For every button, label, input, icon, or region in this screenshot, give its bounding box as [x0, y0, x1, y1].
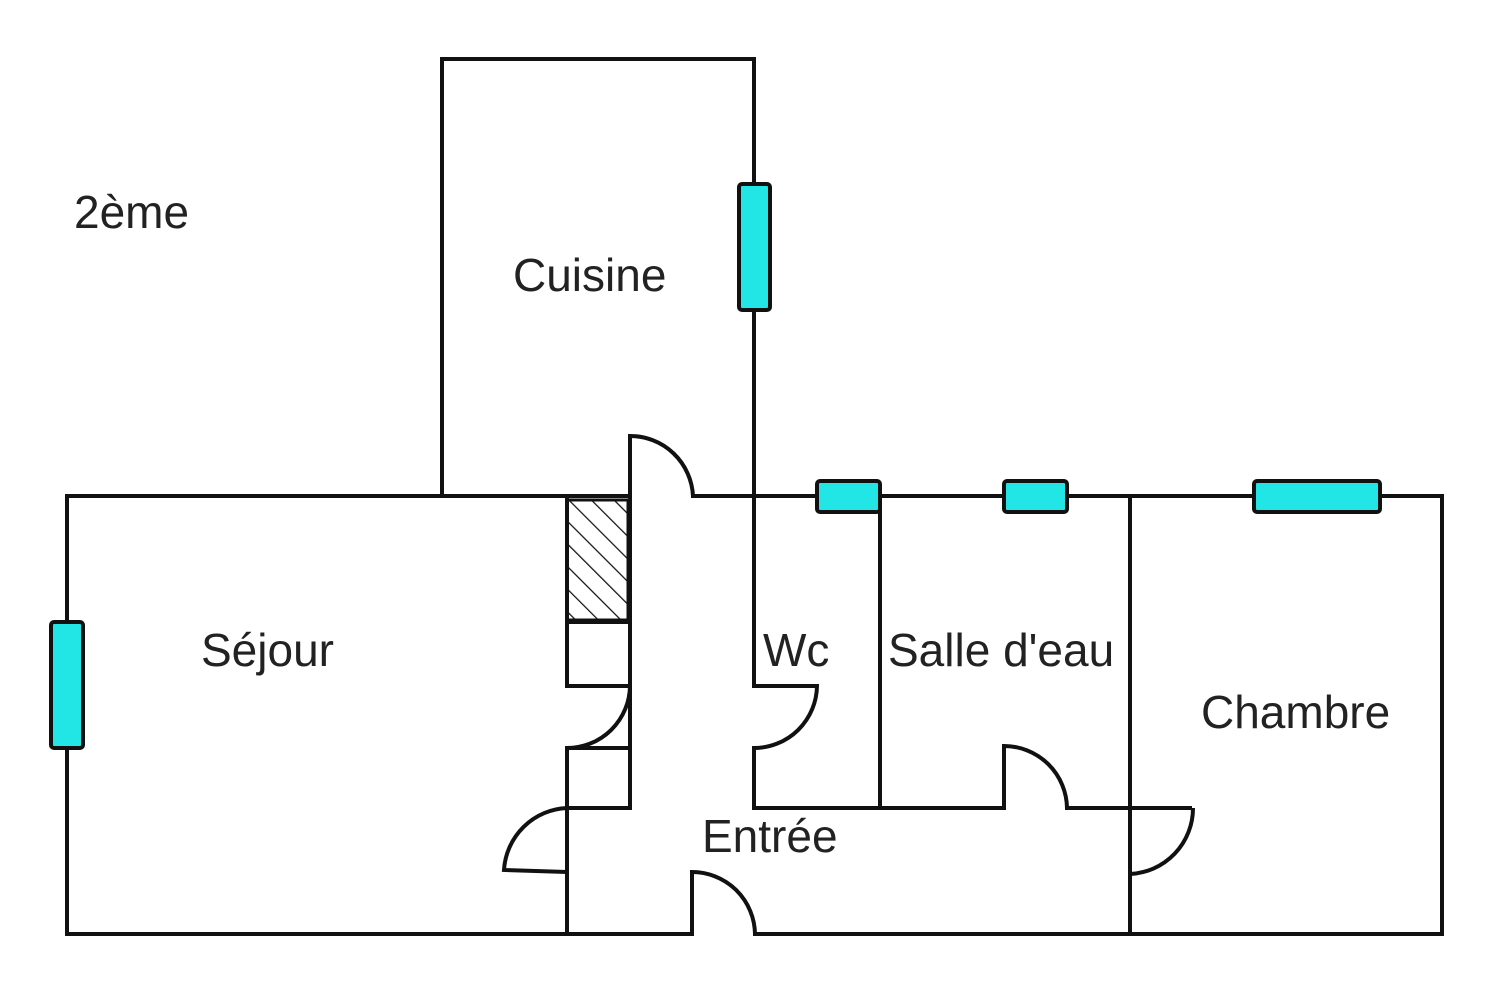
room-label-entrance: Entrée	[702, 810, 838, 862]
bathroom-window	[1002, 479, 1069, 514]
room-label-bedroom: Chambre	[1201, 686, 1390, 738]
doors	[501, 433, 1196, 935]
wc-window	[815, 479, 882, 514]
room-label-kitchen: Cuisine	[513, 249, 666, 301]
floor-label: 2ème	[74, 186, 189, 238]
hatched-shaft	[565, 498, 630, 622]
kitchen-door	[628, 433, 695, 497]
kitchen-window	[737, 182, 772, 312]
bedroom-window	[1252, 479, 1382, 514]
room-label-bathroom: Salle d'eau	[888, 624, 1114, 676]
living-window	[49, 620, 85, 750]
bedroom-door	[1128, 807, 1196, 876]
wc-door	[753, 684, 820, 750]
front-door	[690, 869, 757, 935]
windows	[49, 182, 1382, 750]
room-label-living: Séjour	[201, 624, 334, 676]
living-door	[501, 806, 569, 874]
bathroom-door	[1002, 743, 1069, 809]
closet-door	[566, 685, 632, 750]
room-label-wc: Wc	[763, 624, 829, 676]
